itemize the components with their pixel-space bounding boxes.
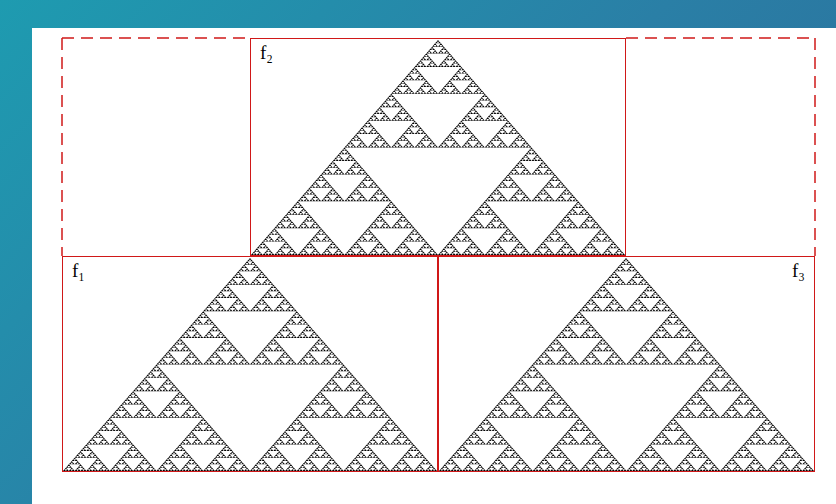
- dashed-line: [62, 37, 250, 39]
- dashed-line: [626, 37, 815, 39]
- sierpinski-triangles: [63, 40, 814, 471]
- map-label: f₃: [792, 261, 805, 282]
- map-label: f₂: [260, 43, 273, 64]
- white-panel: [32, 28, 836, 504]
- mapping-box: f₁: [62, 256, 438, 472]
- map-label: f₁: [72, 261, 85, 282]
- dashed-line: [61, 38, 63, 256]
- mapping-box: f₃: [438, 256, 815, 472]
- mapping-box: f₂: [250, 38, 626, 256]
- dashed-line: [814, 38, 816, 256]
